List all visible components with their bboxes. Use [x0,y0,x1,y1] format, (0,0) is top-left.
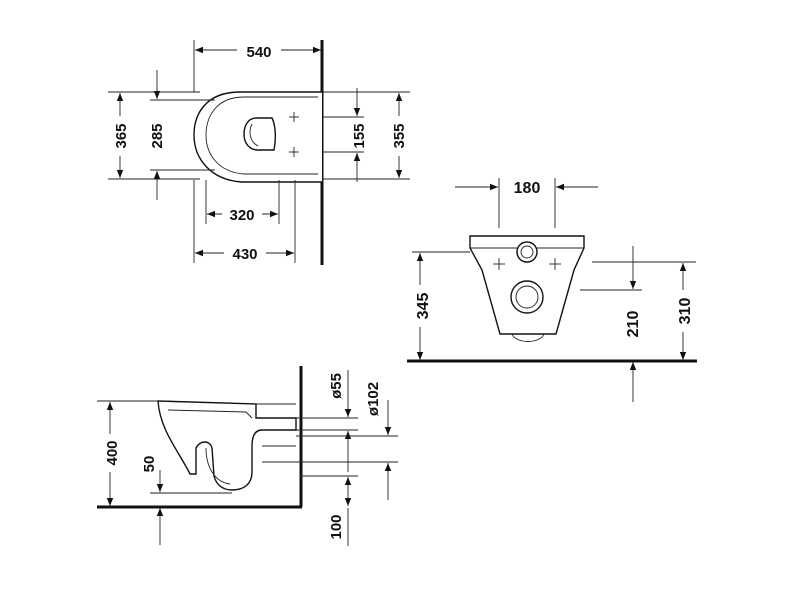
side-bowl [157,400,297,491]
dim-outlet-diameter: ø102 [365,382,382,416]
upper-inlet [516,241,538,263]
dim-inlet-height: 210 [625,311,642,338]
top-view: 540 365 285 155 355 320 [108,40,412,265]
dim-front-height: 345 [415,293,432,320]
dim-mount-height: 355 [391,123,408,148]
dim-offset: 100 [328,514,345,539]
dim-depth-inner: 285 [149,123,166,148]
dim-width: 540 [246,44,271,61]
flush-opening [243,117,277,151]
dim-rim-distance: 430 [232,246,257,263]
dim-outlet-height: 50 [141,456,158,473]
side-view: 400 50 ø55 ø102 100 [97,366,398,546]
dim-inlet-diameter: ø55 [328,373,345,399]
bowl-inner [205,96,318,175]
dim-side-height: 400 [104,440,121,465]
dim-front-width: 180 [514,180,541,197]
front-bolt-marks [493,258,561,270]
dim-bolt-spacing: 155 [351,123,368,148]
bolt-marks [289,112,299,157]
dim-bolt-height: 310 [677,298,694,325]
dim-depth-outer: 365 [113,123,130,148]
front-view: 180 345 210 310 [407,178,697,402]
dim-seat-distance: 320 [229,207,254,224]
